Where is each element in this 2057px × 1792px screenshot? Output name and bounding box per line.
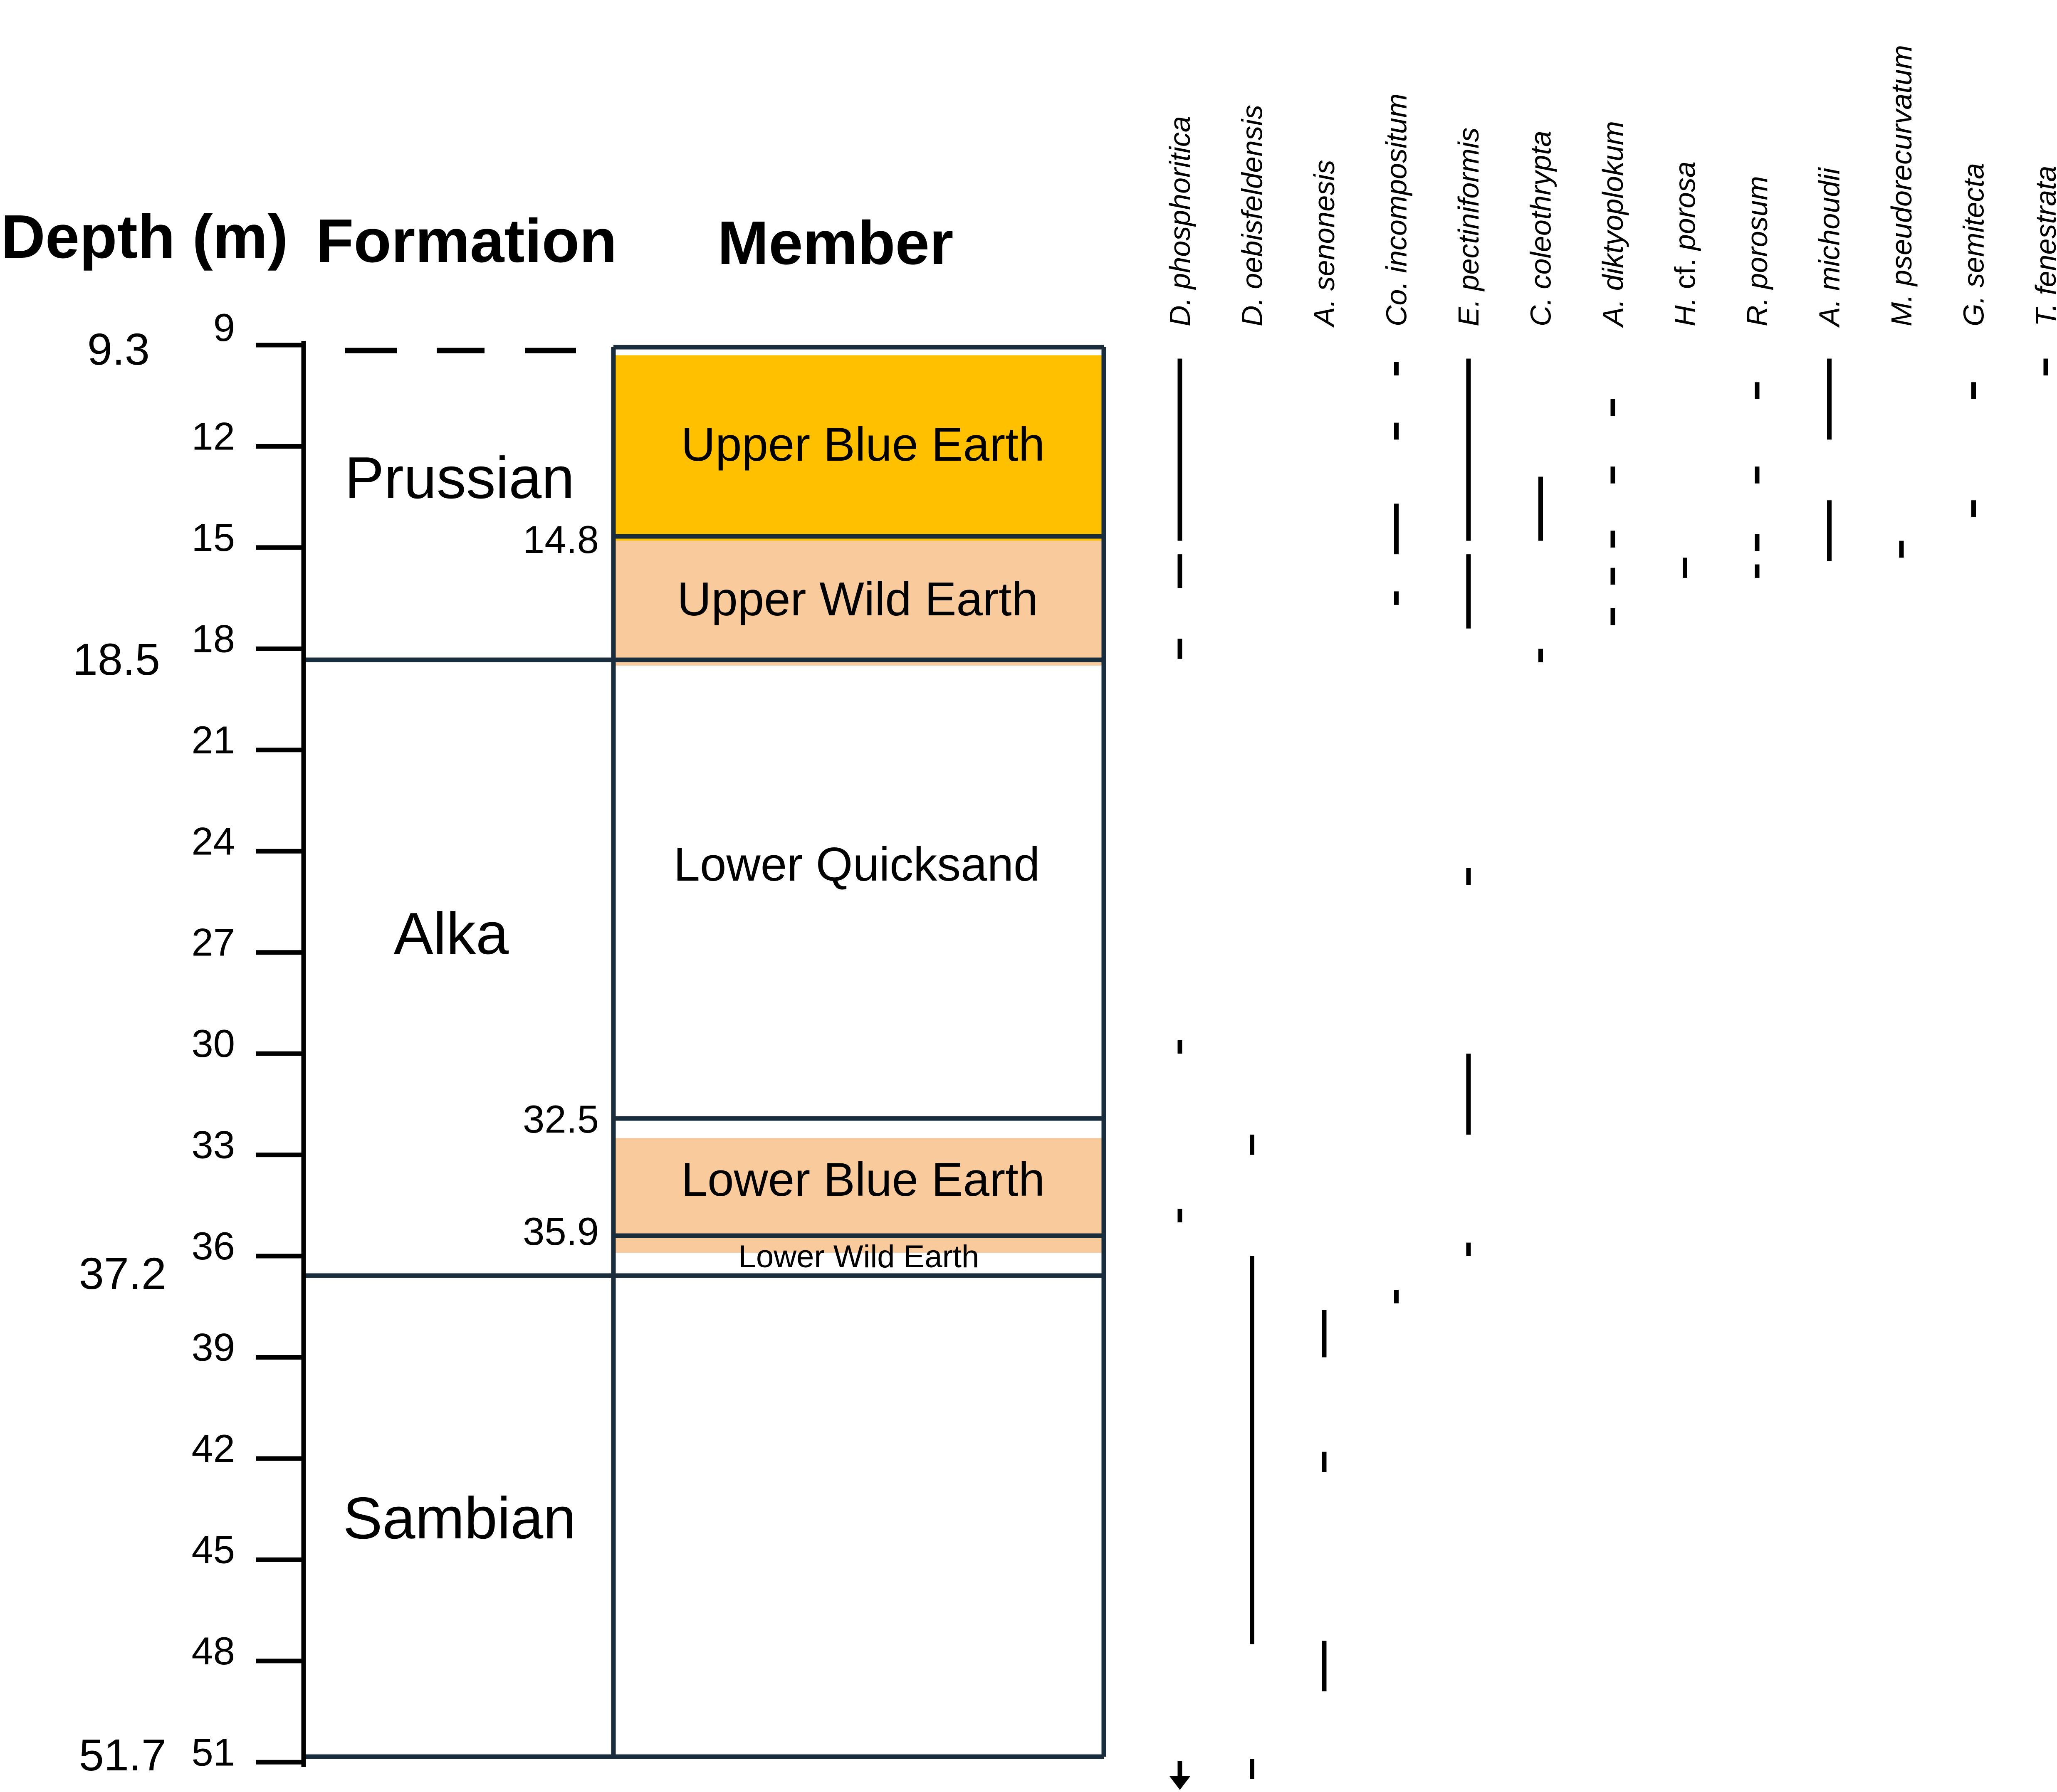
- taxon-species: pectiniformis: [1452, 128, 1485, 292]
- taxon-label: D. oebisfeldensis: [1236, 105, 1268, 326]
- taxon-species: michoudii: [1813, 167, 1846, 291]
- taxon-genus: E.: [1452, 291, 1485, 326]
- taxon-genus: C.: [1525, 289, 1557, 326]
- taxon-species: diktyoplokum: [1597, 121, 1629, 291]
- taxon-species: semitecta: [1958, 163, 1990, 288]
- taxon-label: A. michoudii: [1813, 167, 1846, 328]
- taxon-species: fenestrata: [2030, 165, 2057, 295]
- taxon-genus: A.: [1308, 291, 1340, 328]
- taxon-genus: A.: [1597, 291, 1629, 328]
- taxon-column-r-porosum: R. porosum: [1741, 176, 1773, 578]
- taxon-label: A. diktyoplokum: [1597, 121, 1629, 328]
- tick-label: 51: [191, 1730, 235, 1774]
- taxon-species: porosa: [1669, 161, 1701, 251]
- member-fill-lower-quicksand: [613, 665, 1104, 1138]
- tick-label: 12: [191, 414, 235, 458]
- tick-label: 48: [191, 1629, 235, 1673]
- taxon-genus: A.: [1813, 291, 1846, 328]
- taxon-label: T. fenestrata: [2030, 165, 2057, 326]
- tick-label: 33: [191, 1123, 235, 1167]
- taxon-species: phosphoritica: [1164, 116, 1196, 290]
- taxon-column-c-coleothrypta: C. coleothrypta: [1525, 131, 1557, 662]
- tick-label: 36: [191, 1224, 235, 1268]
- member-upper-blue-earth: Upper Blue Earth: [681, 418, 1045, 471]
- taxon-species: oebisfeldensis: [1236, 105, 1268, 289]
- member-header: Member: [717, 209, 954, 277]
- taxon-label: C. coleothrypta: [1525, 131, 1557, 326]
- member-boundary-label-35-9: 35.9: [523, 1209, 599, 1253]
- section-frame: [301, 345, 1106, 1759]
- tick-label: 24: [191, 819, 235, 863]
- taxon-label: R. porosum: [1741, 176, 1773, 326]
- taxon-column-a-senonesis: A. senonesis: [1308, 160, 1340, 1691]
- taxon-column-d-oebisfeldensis: D. oebisfeldensis: [1236, 105, 1268, 1779]
- depth-ticks: 9 12 15 18 21 24 27 30 33 36 39 42 45 48 51: [191, 306, 304, 1774]
- formation-sambian: Sambian: [343, 1485, 576, 1551]
- depth-header: Depth (m): [1, 202, 288, 271]
- member-lower-blue-earth: Lower Blue Earth: [681, 1153, 1045, 1206]
- tick-label: 42: [191, 1427, 235, 1470]
- taxon-genus: M.: [1885, 286, 1918, 326]
- formation-boundary-label-18-5: 18.5: [73, 634, 160, 684]
- tick-label: 45: [191, 1528, 235, 1571]
- formation-header: Formation: [316, 207, 617, 275]
- taxon-column-co-incompositum: Co. incompositum: [1380, 94, 1413, 1303]
- tick-label: 21: [191, 718, 235, 762]
- taxon-column-g-semitecta: G. semitecta: [1958, 163, 1990, 517]
- taxon-label: G. semitecta: [1958, 163, 1990, 326]
- arrow-head: [1169, 1776, 1190, 1790]
- tick-label: 27: [191, 921, 235, 964]
- tick-label: 30: [191, 1022, 235, 1065]
- member-lower-wild-earth: Lower Wild Earth: [739, 1239, 979, 1274]
- tick-label: 9: [213, 306, 235, 349]
- tick-label: 15: [191, 516, 235, 559]
- formation-boundary-label-9-3: 9.3: [87, 324, 150, 374]
- taxon-species: coleothrypta: [1525, 131, 1557, 289]
- taxon-genus: T.: [2030, 295, 2057, 326]
- formation-prussian: Prussian: [345, 445, 574, 511]
- taxon-species: porosum: [1741, 176, 1773, 290]
- taxon-genus: H.: [1669, 289, 1701, 326]
- member-upper-wild-earth: Upper Wild Earth: [677, 573, 1038, 626]
- taxon-species: incompositum: [1380, 94, 1413, 273]
- formation-boundary-label-37-2: 37.2: [79, 1248, 166, 1298]
- member-boundary-label-14-8: 14.8: [523, 518, 599, 561]
- taxon-qualifier: cf.: [1669, 250, 1701, 289]
- taxon-label: H. cf. porosa: [1669, 161, 1701, 326]
- taxon-genus: D.: [1236, 289, 1268, 326]
- taxon-genus: D.: [1164, 289, 1196, 326]
- taxon-label: E. pectiniformis: [1452, 128, 1485, 327]
- taxon-label: M. pseudorecurvatum: [1885, 45, 1918, 326]
- taxon-label: Co. incompositum: [1380, 94, 1413, 326]
- taxon-genus: G.: [1958, 288, 1990, 326]
- taxon-species: senonesis: [1308, 160, 1340, 291]
- taxon-column-t-fenestrata: T. fenestrata: [2030, 165, 2057, 376]
- member-lower-quicksand: Lower Quicksand: [674, 838, 1040, 891]
- member-fill-upper-wild-earth: [613, 541, 1104, 666]
- taxon-column-d-phosphoritica: D. phosphoritica: [1164, 116, 1196, 1222]
- member-boundary-label-32-5: 32.5: [523, 1097, 599, 1141]
- formation-boundary-label-51-7: 51.7: [79, 1730, 166, 1780]
- tick-label: 39: [191, 1325, 235, 1369]
- taxon-species: pseudorecurvatum: [1885, 45, 1918, 287]
- taxon-column-e-pectiniformis: E. pectiniformis: [1452, 128, 1485, 1256]
- taxon-column-m-pseudorecurvatum: M. pseudorecurvatum: [1885, 45, 1918, 558]
- tick-label: 18: [191, 617, 235, 660]
- formation-alka: Alka: [394, 901, 509, 967]
- taxon-column-h-porosa: H. cf. porosa: [1669, 161, 1701, 578]
- taxon-genus: Co.: [1380, 273, 1413, 326]
- taxon-column-a-michoudii: A. michoudii: [1813, 167, 1846, 561]
- taxon-label: A. senonesis: [1308, 160, 1340, 328]
- continues-below-arrow: [1169, 1761, 1190, 1790]
- taxon-label: D. phosphoritica: [1164, 116, 1196, 326]
- member-fill-upper-blue-earth: [613, 355, 1104, 541]
- taxon-genus: R.: [1741, 289, 1773, 326]
- taxon-column-a-diktyoplokum: A. diktyoplokum: [1597, 121, 1629, 625]
